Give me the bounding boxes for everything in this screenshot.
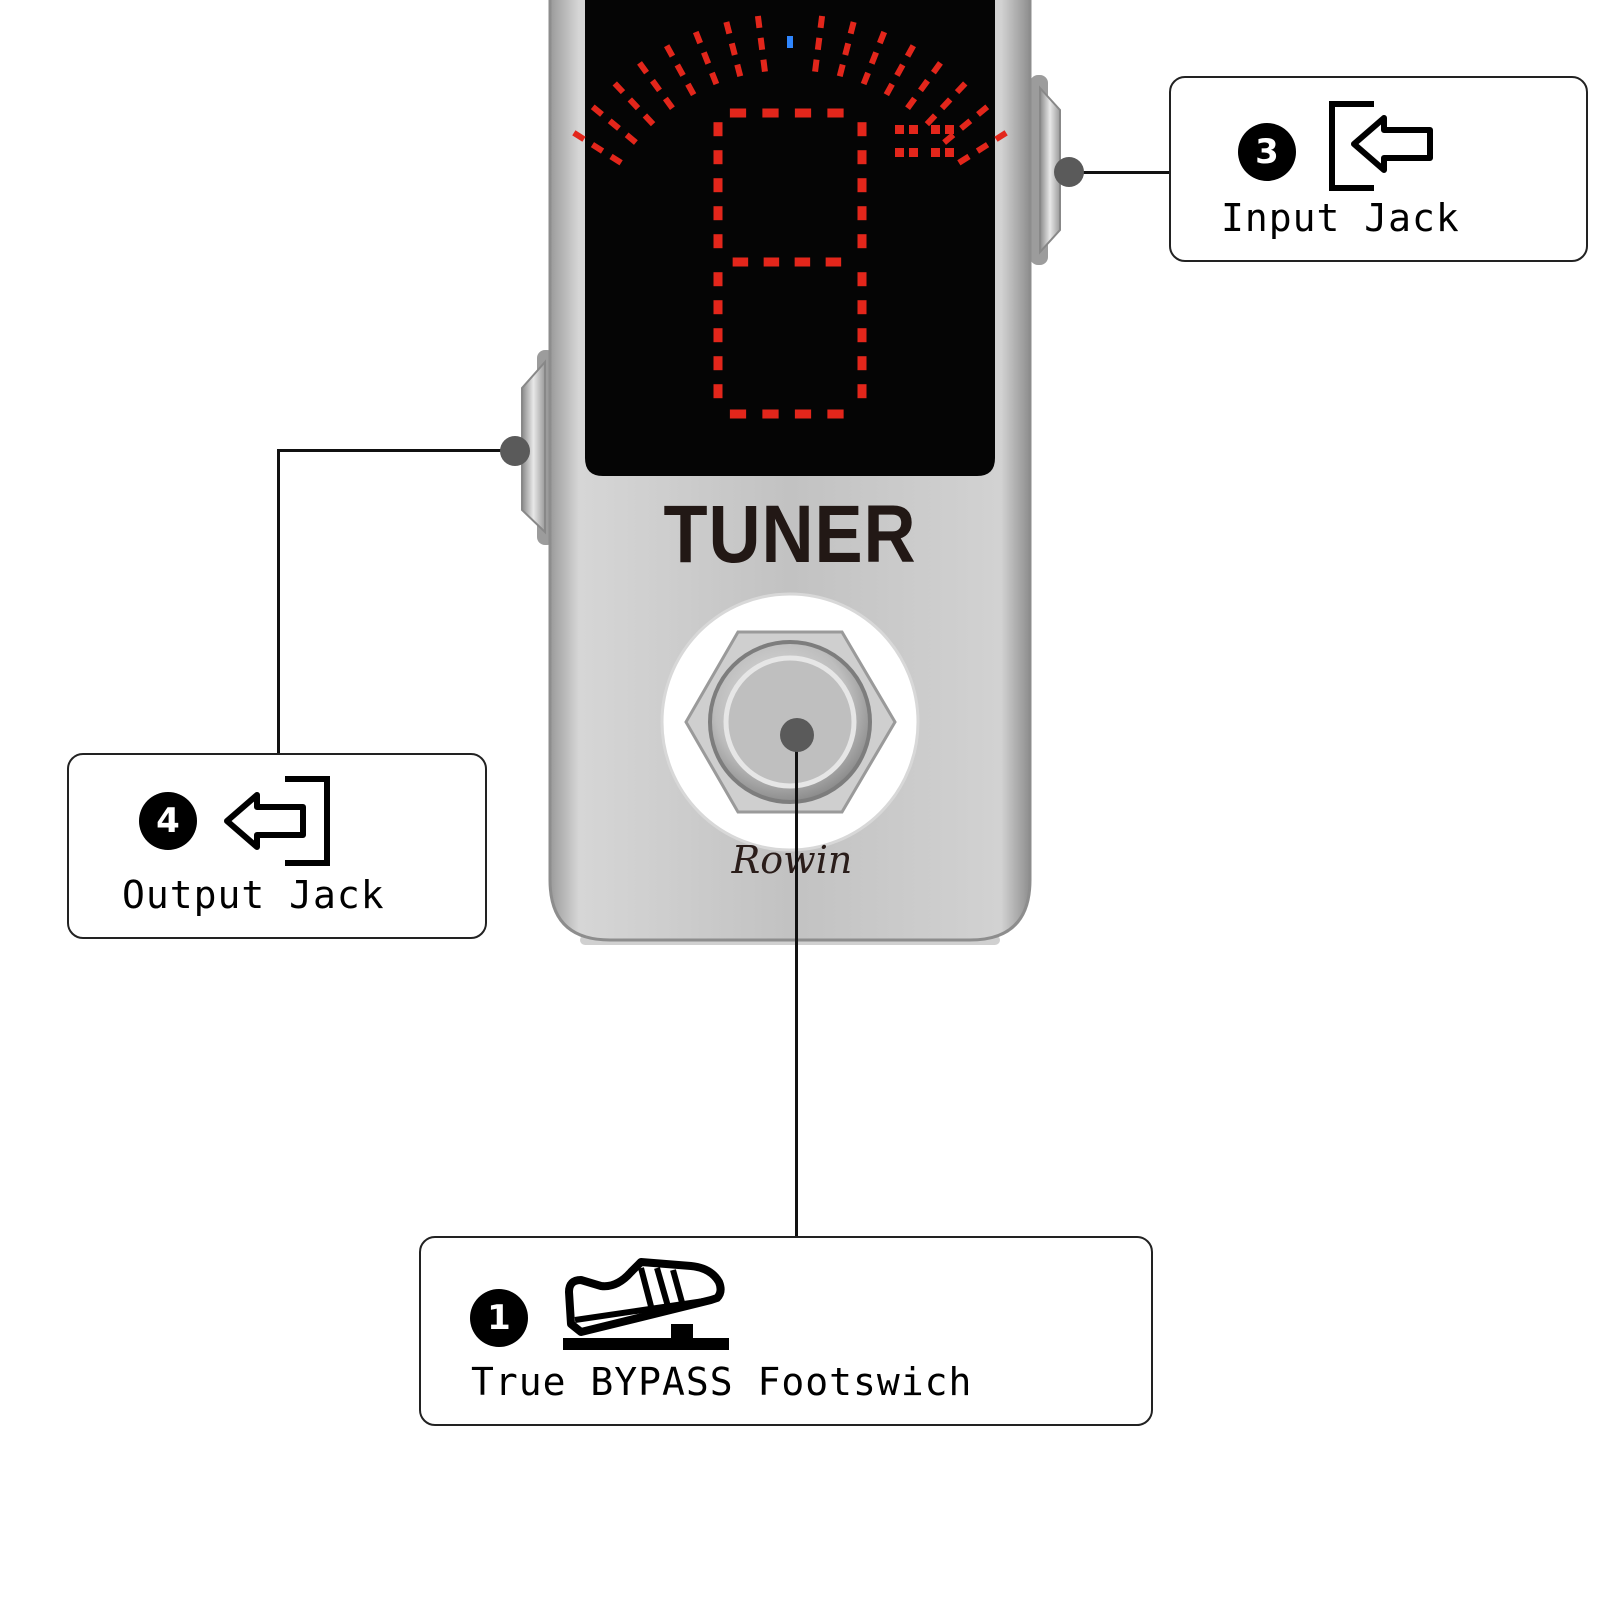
- callout-label: Output Jack: [122, 873, 385, 917]
- arc-led: [650, 78, 662, 93]
- arc-led: [904, 44, 916, 58]
- arc-led: [877, 30, 888, 45]
- arc-led: [894, 63, 906, 77]
- arc-led: [930, 61, 943, 75]
- arc-led: [883, 82, 895, 97]
- input-leader-line: [1068, 171, 1169, 174]
- sharp-indicator: [909, 148, 918, 157]
- arc-led: [642, 113, 656, 127]
- arc-led: [954, 81, 968, 95]
- arc-led: [757, 37, 766, 51]
- arc-led: [939, 97, 953, 111]
- arc-led: [637, 61, 650, 75]
- sharp-indicator: [895, 148, 904, 157]
- callout-input-jack: 3 Input Jack: [1169, 76, 1588, 262]
- input-jack: [1030, 75, 1061, 265]
- arc-led: [959, 118, 973, 131]
- arc-led: [847, 21, 857, 35]
- note-segment-display: [713, 108, 954, 419]
- arc-led: [836, 63, 846, 78]
- arc-led: [590, 104, 604, 117]
- sharp-indicator: [909, 125, 918, 134]
- arc-led: [924, 113, 938, 127]
- arc-led: [860, 71, 871, 86]
- arc-led: [975, 142, 990, 154]
- callout-label: Input Jack: [1221, 196, 1460, 240]
- arc-led: [734, 63, 744, 78]
- footswitch-anchor-dot: [780, 718, 814, 752]
- sharp-indicator: [931, 148, 940, 157]
- sharp-indicator: [931, 125, 940, 134]
- arc-led: [692, 30, 703, 45]
- arc-led: [590, 142, 605, 154]
- arc-led: [814, 37, 823, 51]
- arc-led: [817, 15, 826, 29]
- arc-led: [607, 118, 621, 131]
- arc-led: [685, 82, 697, 97]
- callout-footswitch: 1 True BYPASS Footswich: [419, 1236, 1153, 1426]
- sharp-indicator: [895, 125, 904, 134]
- arc-led: [812, 59, 820, 72]
- arc-led: [572, 130, 586, 142]
- input-anchor-dot: [1054, 157, 1084, 187]
- arc-led: [942, 132, 956, 145]
- arc-led: [609, 153, 623, 166]
- output-leader-line-h: [277, 449, 515, 452]
- arc-led: [905, 96, 918, 110]
- foot-pedal-icon: [563, 1258, 729, 1350]
- arc-led: [674, 63, 686, 77]
- model-label: TUNER: [663, 489, 917, 580]
- footswitch-leader-line: [795, 735, 798, 1236]
- arc-led: [918, 78, 930, 93]
- callout-label: True BYPASS Footswich: [471, 1360, 973, 1404]
- arc-led: [957, 153, 971, 166]
- arc-led: [760, 59, 768, 72]
- arc-led: [976, 104, 990, 117]
- brand-logo: Rowin: [731, 838, 853, 882]
- tuning-arc-leds: [572, 15, 1008, 166]
- arc-led: [627, 97, 641, 111]
- output-anchor-dot: [500, 436, 530, 466]
- arc-led: [868, 51, 879, 65]
- arc-led: [612, 81, 626, 95]
- arc-led: [624, 132, 638, 145]
- sharp-indicator: [945, 125, 954, 134]
- callout-number-badge: 1: [470, 1289, 528, 1347]
- arc-led: [723, 21, 733, 35]
- output-leader-line-v: [277, 449, 280, 753]
- tuner-display: [585, 0, 995, 476]
- arc-led: [701, 51, 712, 65]
- sharp-indicator: [945, 148, 954, 157]
- arc-led: [842, 42, 852, 56]
- arc-led: [728, 42, 738, 56]
- arc-led: [754, 15, 763, 29]
- output-arrow-icon: [224, 776, 330, 866]
- callout-number-badge: 4: [139, 792, 197, 850]
- callout-output-jack: 4 Output Jack: [67, 753, 487, 939]
- arc-led: [664, 44, 676, 58]
- arc-led: [994, 130, 1008, 142]
- input-arrow-icon: [1329, 101, 1433, 191]
- arc-led: [662, 96, 675, 110]
- callout-number-badge: 3: [1238, 123, 1296, 181]
- arc-led: [709, 71, 720, 86]
